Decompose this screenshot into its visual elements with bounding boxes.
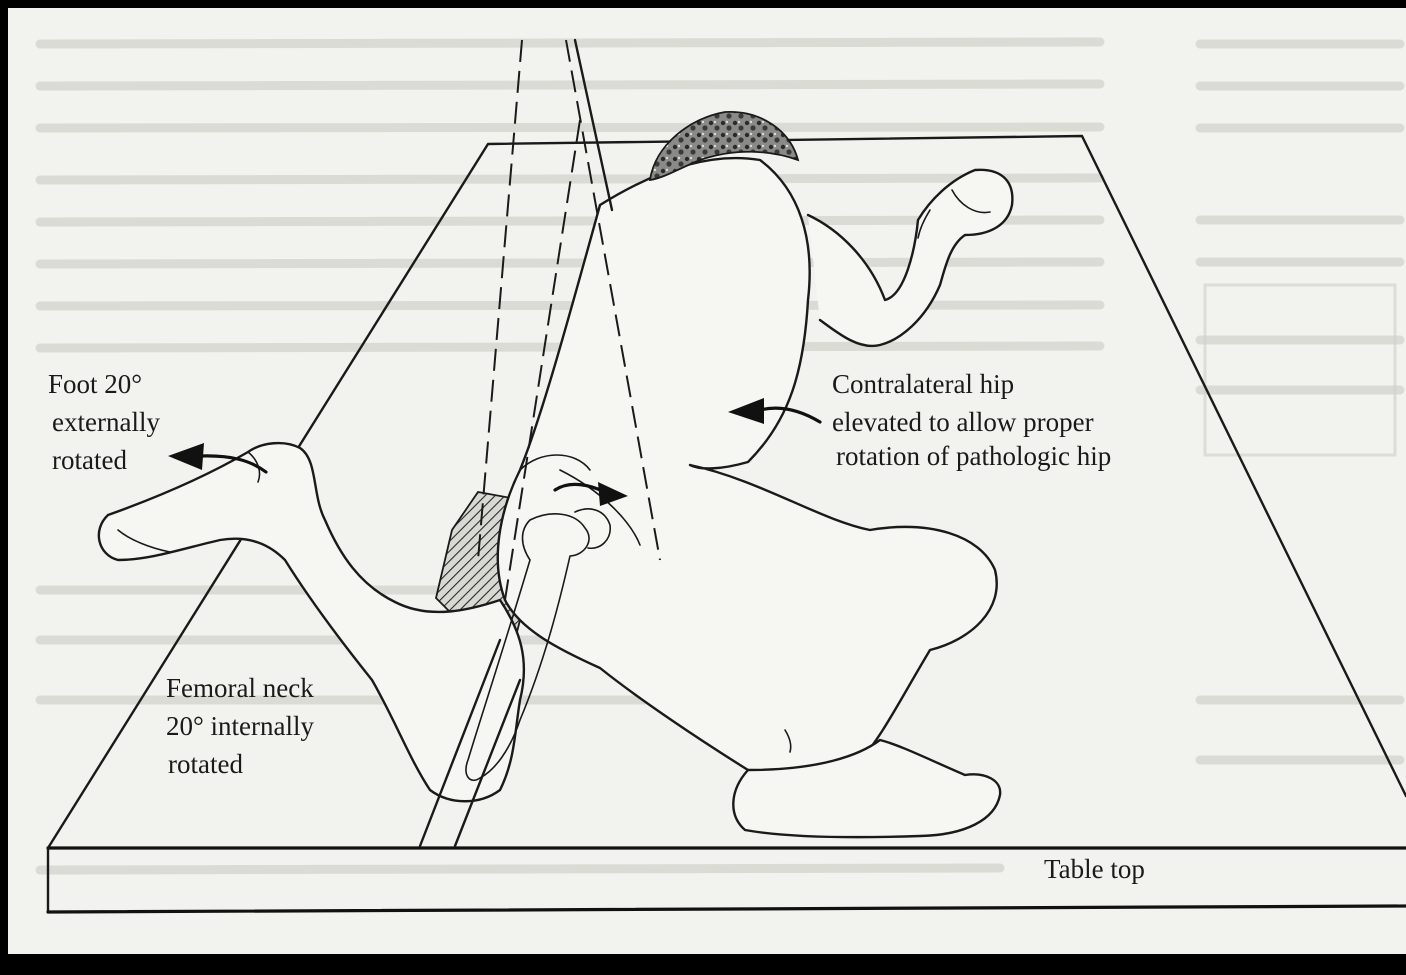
contralateral-label-line-3: rotation of pathologic hip bbox=[836, 441, 1111, 471]
foot-label-line-3: rotated bbox=[52, 445, 127, 475]
foot-label-line-1: Foot 20° bbox=[48, 369, 142, 399]
femoral-label-line-3: rotated bbox=[168, 749, 243, 779]
contralateral-label-line-2: elevated to allow proper bbox=[832, 407, 1094, 437]
contralateral-label-line-1: Contralateral hip bbox=[832, 369, 1014, 399]
table-top-label: Table top bbox=[1044, 854, 1145, 884]
femoral-label-line-1: Femoral neck bbox=[166, 673, 314, 703]
foot-label-line-2: externally bbox=[52, 407, 160, 437]
femoral-label-line-2: 20° internally bbox=[166, 711, 315, 741]
